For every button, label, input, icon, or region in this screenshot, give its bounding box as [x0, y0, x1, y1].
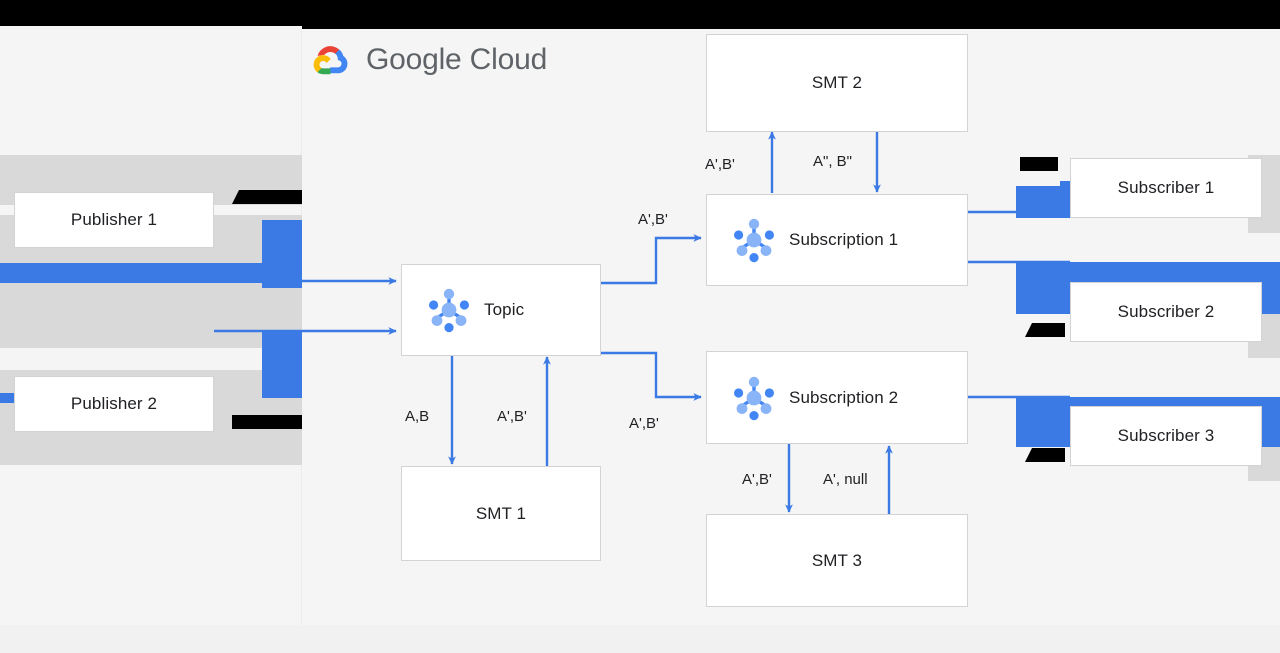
- ghost-blue-left-d: [0, 393, 16, 403]
- node-subscription-2[interactable]: Subscription 2: [706, 351, 968, 444]
- edge-label-topic-to-sub2: A',B': [629, 415, 659, 432]
- pubsub-subscription-icon-1: [725, 211, 783, 269]
- ghost-blue-left-b: [0, 263, 302, 283]
- node-subscriber-3[interactable]: Subscriber 3: [1070, 406, 1262, 466]
- node-smt-1-label: SMT 1: [475, 503, 527, 523]
- edge-label-topic-to-sub1: A',B': [638, 211, 668, 228]
- bottom-band: [0, 625, 1280, 653]
- node-subscription-1[interactable]: Subscription 1: [706, 194, 968, 286]
- node-subscriber-2[interactable]: Subscriber 2: [1070, 282, 1262, 342]
- google-cloud-logo: Google Cloud: [310, 40, 547, 80]
- edge-label-smt2-to-sub1: A", B": [813, 153, 852, 170]
- node-smt-1[interactable]: SMT 1: [401, 466, 601, 561]
- node-smt-2-label: SMT 2: [811, 73, 863, 92]
- node-topic-label: Topic: [484, 300, 525, 319]
- redaction-bar-left-top: [232, 190, 302, 204]
- node-subscription-2-label: Subscription 2: [789, 387, 899, 407]
- pubsub-subscription-icon-2: [725, 369, 783, 427]
- google-cloud-wordmark: Google Cloud: [366, 43, 548, 76]
- node-subscription-1-label: Subscription 1: [789, 230, 899, 249]
- edge-label-sub1-to-smt2: A',B': [705, 156, 735, 173]
- node-publisher-2[interactable]: Publisher 2: [14, 376, 214, 432]
- ghost-region-left-c: [0, 295, 302, 345]
- node-smt-2[interactable]: SMT 2: [706, 34, 968, 132]
- node-smt-3[interactable]: SMT 3: [706, 514, 968, 607]
- node-publisher-1-label: Publisher 1: [70, 210, 158, 229]
- redaction-bar-left-bottom: [232, 415, 302, 429]
- node-subscriber-2-label: Subscriber 2: [1117, 302, 1215, 321]
- redaction-bar-right-a: [1020, 157, 1058, 171]
- edge-label-smt1-to-topic: A',B': [497, 408, 527, 425]
- node-subscriber-1-label: Subscriber 1: [1117, 178, 1215, 197]
- google-cloud-logo-icon: [310, 40, 354, 80]
- edge-label-sub2-to-smt3: A',B': [742, 471, 772, 488]
- ghost-blue-left-c: [262, 330, 302, 398]
- node-publisher-2-label: Publisher 2: [70, 394, 158, 413]
- node-subscriber-3-label: Subscriber 3: [1117, 426, 1215, 445]
- edge-label-topic-to-smt1: A,B: [405, 408, 430, 425]
- top-black-bar-right: [302, 0, 1280, 29]
- node-topic[interactable]: Topic: [401, 264, 601, 356]
- redaction-bar-right-b: [1025, 323, 1065, 337]
- node-publisher-1[interactable]: Publisher 1: [14, 192, 214, 248]
- pubsub-topic-icon: [420, 281, 478, 339]
- node-smt-3-label: SMT 3: [811, 550, 863, 570]
- edge-label-smt3-to-sub2: A', null: [823, 471, 868, 488]
- top-black-bar-left: [0, 0, 302, 26]
- node-subscriber-1[interactable]: Subscriber 1: [1070, 158, 1262, 218]
- ghost-blue-right-b: [1060, 181, 1078, 191]
- ghost-region-left-e: [0, 348, 302, 370]
- redaction-bar-right-c: [1025, 448, 1065, 462]
